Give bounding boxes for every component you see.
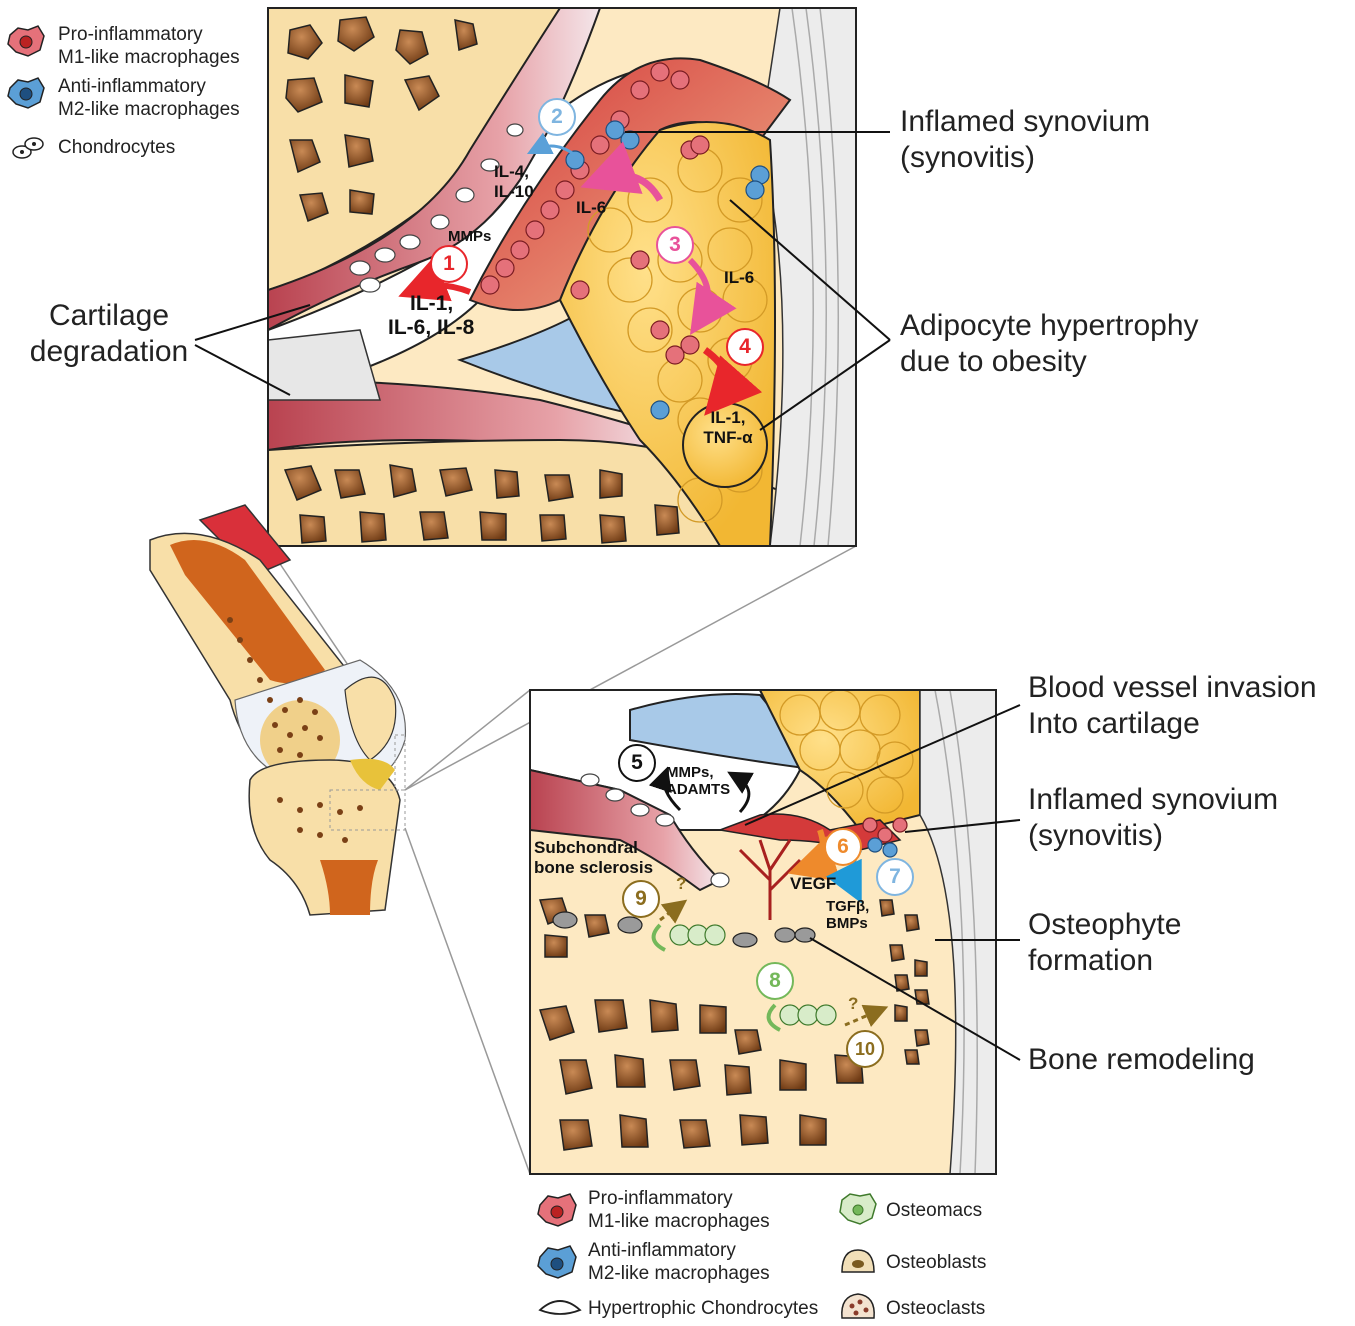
- legend-bottom-m1-line1: Pro-inflammatory: [588, 1188, 770, 1211]
- m2-macrophage-icon: [8, 78, 44, 108]
- legend-top-icons: [8, 26, 44, 158]
- legend-m2-line1: Anti-inflammatory: [58, 76, 240, 99]
- tnf-line1: IL-1,: [698, 408, 758, 428]
- legend-bottom-m2-line2: M2-like macrophages: [588, 1263, 770, 1286]
- legend-bottom-m1-label: Pro-inflammatory M1-like macrophages: [588, 1188, 770, 1234]
- mmps-adamts-line2: ADAMTS: [666, 781, 730, 798]
- legend-bottom-m2-label: Anti-inflammatory M2-like macrophages: [588, 1240, 770, 1286]
- cartilage-line2: degradation: [24, 334, 194, 370]
- osteophyte-line2: formation: [1028, 943, 1181, 979]
- il1-tnf-label: IL-1, TNF-α: [698, 408, 758, 447]
- il1-il6-il8-label: IL-1, IL-6, IL-8: [388, 292, 474, 340]
- hypertrophic-chondrocyte-icon: [540, 1301, 580, 1314]
- step-5-badge: 5: [618, 744, 656, 782]
- legend-m1-line1: Pro-inflammatory: [58, 24, 240, 47]
- tgf-bmps-label: TGFβ, BMPs: [826, 898, 869, 933]
- osteomac-icon: [840, 1194, 876, 1224]
- legend-m2-label: Anti-inflammatory M2-like macrophages: [58, 76, 240, 122]
- chondrocyte-icon: [13, 138, 43, 158]
- synovium-top-line2: (synovitis): [900, 140, 1150, 176]
- legend-osteomacs-label: Osteomacs: [886, 1200, 982, 1223]
- tnf-line2: TNF-α: [698, 428, 758, 448]
- question-mark-9: ?: [676, 874, 686, 894]
- bottom-zoom-panel: [530, 690, 996, 1174]
- inflamed-synovium-top-label: Inflamed synovium (synovitis): [900, 104, 1150, 176]
- legend-osteoblasts-label: Osteoblasts: [886, 1252, 986, 1275]
- blood-vessel-invasion-label: Blood vessel invasion Into cartilage: [1028, 670, 1317, 742]
- step-4-badge: 4: [726, 328, 764, 366]
- adipocyte-line2: due to obesity: [900, 344, 1199, 380]
- top-zoom-panel: [268, 8, 856, 546]
- osteoclast-icon: [842, 1294, 874, 1318]
- m1-macrophage-icon-bottom: [538, 1194, 576, 1226]
- step-2-badge: 2: [538, 98, 576, 136]
- legend-bottom-chondrocytes-label: Hypertrophic Chondrocytes: [588, 1298, 818, 1321]
- osteoblast-icon: [842, 1250, 874, 1272]
- subchondral-sclerosis-label: Subchondral bone sclerosis: [534, 838, 653, 877]
- il1-line1: IL-1,: [388, 292, 474, 316]
- osteophyte-line1: Osteophyte: [1028, 907, 1181, 943]
- bone-remodeling-label: Bone remodeling: [1028, 1042, 1255, 1078]
- legend-osteoclasts-label: Osteoclasts: [886, 1298, 985, 1321]
- mmps-adamts-line1: MMPs,: [666, 764, 730, 781]
- legend-m2-line2: M2-like macrophages: [58, 99, 240, 122]
- vessel-line1: Blood vessel invasion: [1028, 670, 1317, 706]
- step-6-badge: 6: [824, 828, 862, 866]
- il6-label-a: IL-6: [576, 198, 606, 218]
- sclerosis-line1: Subchondral: [534, 838, 653, 858]
- question-mark-10: ?: [848, 994, 858, 1014]
- synovium-bottom-line1: Inflamed synovium: [1028, 782, 1278, 818]
- mmps-label: MMPs: [448, 228, 491, 245]
- osteophyte-formation-label: Osteophyte formation: [1028, 907, 1181, 979]
- step-9-badge: 9: [622, 880, 660, 918]
- cartilage-degradation-label: Cartilage degradation: [24, 298, 194, 370]
- synovium-bottom-line2: (synovitis): [1028, 818, 1278, 854]
- sclerosis-line2: bone sclerosis: [534, 858, 653, 878]
- tgf-line1: TGFβ,: [826, 898, 869, 915]
- step-10-badge: 10: [846, 1030, 884, 1068]
- vegf-label: VEGF: [790, 874, 836, 894]
- adipocyte-hypertrophy-label: Adipocyte hypertrophy due to obesity: [900, 308, 1199, 380]
- legend-bottom-m2-line1: Anti-inflammatory: [588, 1240, 770, 1263]
- legend-chondrocytes-label: Chondrocytes: [58, 137, 175, 160]
- legend-m1-line2: M1-like macrophages: [58, 47, 240, 70]
- legend-m1-label: Pro-inflammatory M1-like macrophages: [58, 24, 240, 70]
- mmps-adamts-label: MMPs, ADAMTS: [666, 764, 730, 799]
- il4-il10-label: IL-4, IL-10: [494, 162, 534, 201]
- il6-label-b: IL-6: [724, 268, 754, 288]
- left-grey-band: [268, 330, 380, 400]
- m1-macrophage-icon: [8, 26, 44, 56]
- tgf-line2: BMPs: [826, 915, 869, 932]
- il1-line2: IL-6, IL-8: [388, 316, 474, 340]
- synovium-top-line1: Inflamed synovium: [900, 104, 1150, 140]
- m2-macrophage-icon-bottom: [538, 1246, 576, 1278]
- inflamed-synovium-bottom-label: Inflamed synovium (synovitis): [1028, 782, 1278, 854]
- vessel-line2: Into cartilage: [1028, 706, 1317, 742]
- step-1-badge: 1: [430, 245, 468, 283]
- step-7-badge: 7: [876, 858, 914, 896]
- il4-line1: IL-4,: [494, 162, 534, 182]
- legend-bottom-m1-line2: M1-like macrophages: [588, 1211, 770, 1234]
- step-3-badge: 3: [656, 226, 694, 264]
- step-8-badge: 8: [756, 962, 794, 1000]
- adipocyte-line1: Adipocyte hypertrophy: [900, 308, 1199, 344]
- il4-line2: IL-10: [494, 182, 534, 202]
- knee-overview: [150, 505, 405, 915]
- cartilage-line1: Cartilage: [24, 298, 194, 334]
